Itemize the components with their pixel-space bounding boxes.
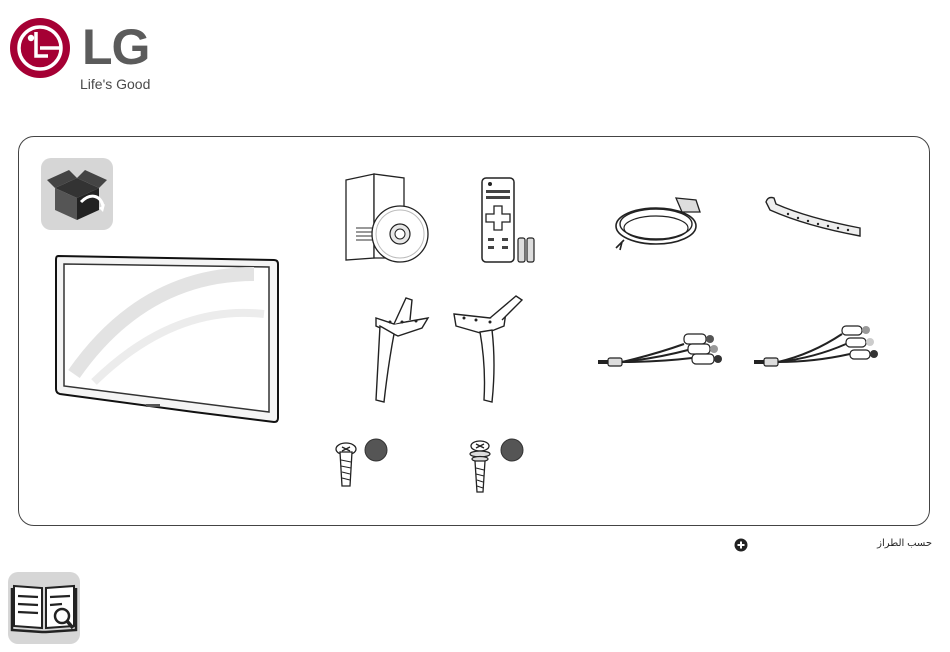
manual-cd-illustration [342,172,434,264]
stand-right-illustration [450,294,524,404]
av-cable-2-illustration [752,322,884,372]
remote-control-illustration [478,176,540,266]
screw-1-illustration [334,438,390,490]
av-cable-1-illustration [596,322,726,372]
tv-illustration [54,254,280,426]
brand-tagline: Life's Good [80,76,150,92]
package-box-icon [41,158,113,230]
package-box-tile [41,158,113,230]
manual-book-icon [8,572,80,644]
model-note: حسب الطراز [850,538,932,549]
power-cord-illustration [610,190,710,254]
cable-tie-illustration [760,194,866,242]
manual-tile [8,572,80,644]
lg-face-icon [8,16,72,80]
brand-name: LG [82,22,149,72]
screw-2-illustration [468,436,526,494]
stand-left-illustration [372,296,434,404]
plus-circle-icon [734,538,748,552]
